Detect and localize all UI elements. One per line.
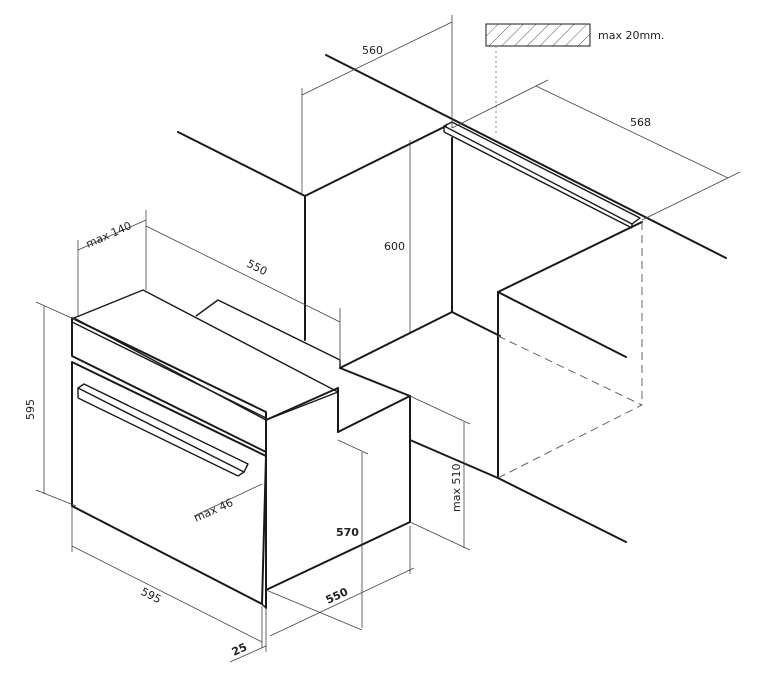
- label-niche-depth: 568: [630, 116, 651, 129]
- niche-top-left-edge: [304, 125, 447, 197]
- label-handle-depth: max 46: [192, 496, 235, 525]
- back-top-line: [325, 54, 727, 259]
- label-base-height: max 510: [450, 464, 463, 512]
- control-panel: [71, 317, 267, 453]
- panel-thickness-label: max 20mm.: [598, 29, 664, 42]
- left-wall-line: [177, 131, 306, 197]
- dimension-lines: [35, 15, 741, 663]
- right-panel-bottom-edge: [497, 477, 627, 543]
- niche-floor-front: [339, 311, 453, 369]
- oven-rear-box: [195, 299, 341, 368]
- right-panel-top-edge: [497, 221, 643, 293]
- base-front-edge: [409, 439, 499, 479]
- door-handle[interactable]: [77, 383, 249, 473]
- label-oven-depth-top: 550: [245, 257, 270, 278]
- top-rail-lower-edge: [443, 131, 633, 229]
- right-panel-inner-edge: [497, 291, 627, 358]
- base-top-edge: [339, 367, 411, 397]
- label-body-height: 570: [336, 526, 359, 539]
- cabinet-niche: [177, 54, 727, 543]
- hatched-panel: [485, 23, 591, 47]
- label-niche-width: 560: [362, 44, 383, 57]
- dimension-labels: 560 568 600 max 140 550 595 max 46 595 5…: [24, 44, 651, 659]
- hidden-bottom-diagonal: [497, 404, 643, 479]
- label-door-thickness: 25: [230, 640, 249, 658]
- oven-body-bottom: [265, 521, 411, 591]
- hidden-floor-line: [497, 335, 643, 406]
- label-oven-height: 595: [24, 399, 37, 420]
- top-rail-front: [443, 121, 641, 225]
- label-cutout-depth: max 140: [84, 219, 134, 251]
- label-body-depth: 550: [324, 585, 351, 607]
- niche-floor-side: [451, 311, 501, 337]
- panel-thickness-indicator: max 20mm.: [485, 23, 664, 136]
- oven: [71, 289, 411, 609]
- label-niche-height: 600: [384, 240, 405, 253]
- oven-body-step: [337, 395, 411, 433]
- label-oven-width: 595: [139, 585, 164, 606]
- oven-body-top-right: [265, 387, 339, 421]
